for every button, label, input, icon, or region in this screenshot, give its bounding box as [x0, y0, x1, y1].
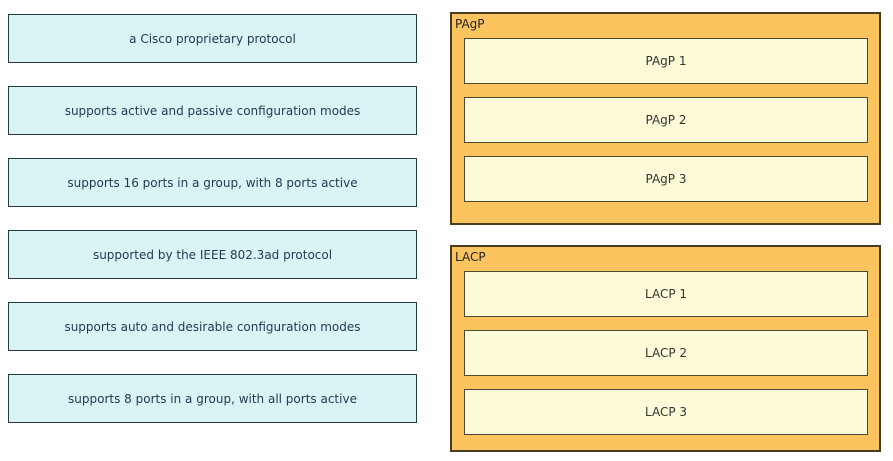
statement-draggable-1[interactable]: a Cisco proprietary protocol	[8, 14, 417, 63]
dropzone-lacp-2[interactable]: LACP 2	[464, 330, 868, 376]
group-pagp-label: PAgP	[455, 17, 485, 31]
group-pagp: PAgP PAgP 1 PAgP 2 PAgP 3	[450, 12, 881, 225]
statement-draggable-5[interactable]: supports auto and desirable configuratio…	[8, 302, 417, 351]
statement-draggable-2[interactable]: supports active and passive configuratio…	[8, 86, 417, 135]
group-pagp-slots: PAgP 1 PAgP 2 PAgP 3	[452, 32, 879, 202]
statement-draggable-3[interactable]: supports 16 ports in a group, with 8 por…	[8, 158, 417, 207]
group-lacp-label: LACP	[455, 250, 486, 264]
dropzone-pagp-2[interactable]: PAgP 2	[464, 97, 868, 143]
dropzone-lacp-1[interactable]: LACP 1	[464, 271, 868, 317]
statement-draggable-6[interactable]: supports 8 ports in a group, with all po…	[8, 374, 417, 423]
dropzone-pagp-3[interactable]: PAgP 3	[464, 156, 868, 202]
statements-column: a Cisco proprietary protocol supports ac…	[8, 14, 417, 423]
dropzone-pagp-1[interactable]: PAgP 1	[464, 38, 868, 84]
dropzone-lacp-3[interactable]: LACP 3	[464, 389, 868, 435]
group-lacp: LACP LACP 1 LACP 2 LACP 3	[450, 245, 881, 452]
group-lacp-slots: LACP 1 LACP 2 LACP 3	[452, 265, 879, 435]
statement-draggable-4[interactable]: supported by the IEEE 802.3ad protocol	[8, 230, 417, 279]
